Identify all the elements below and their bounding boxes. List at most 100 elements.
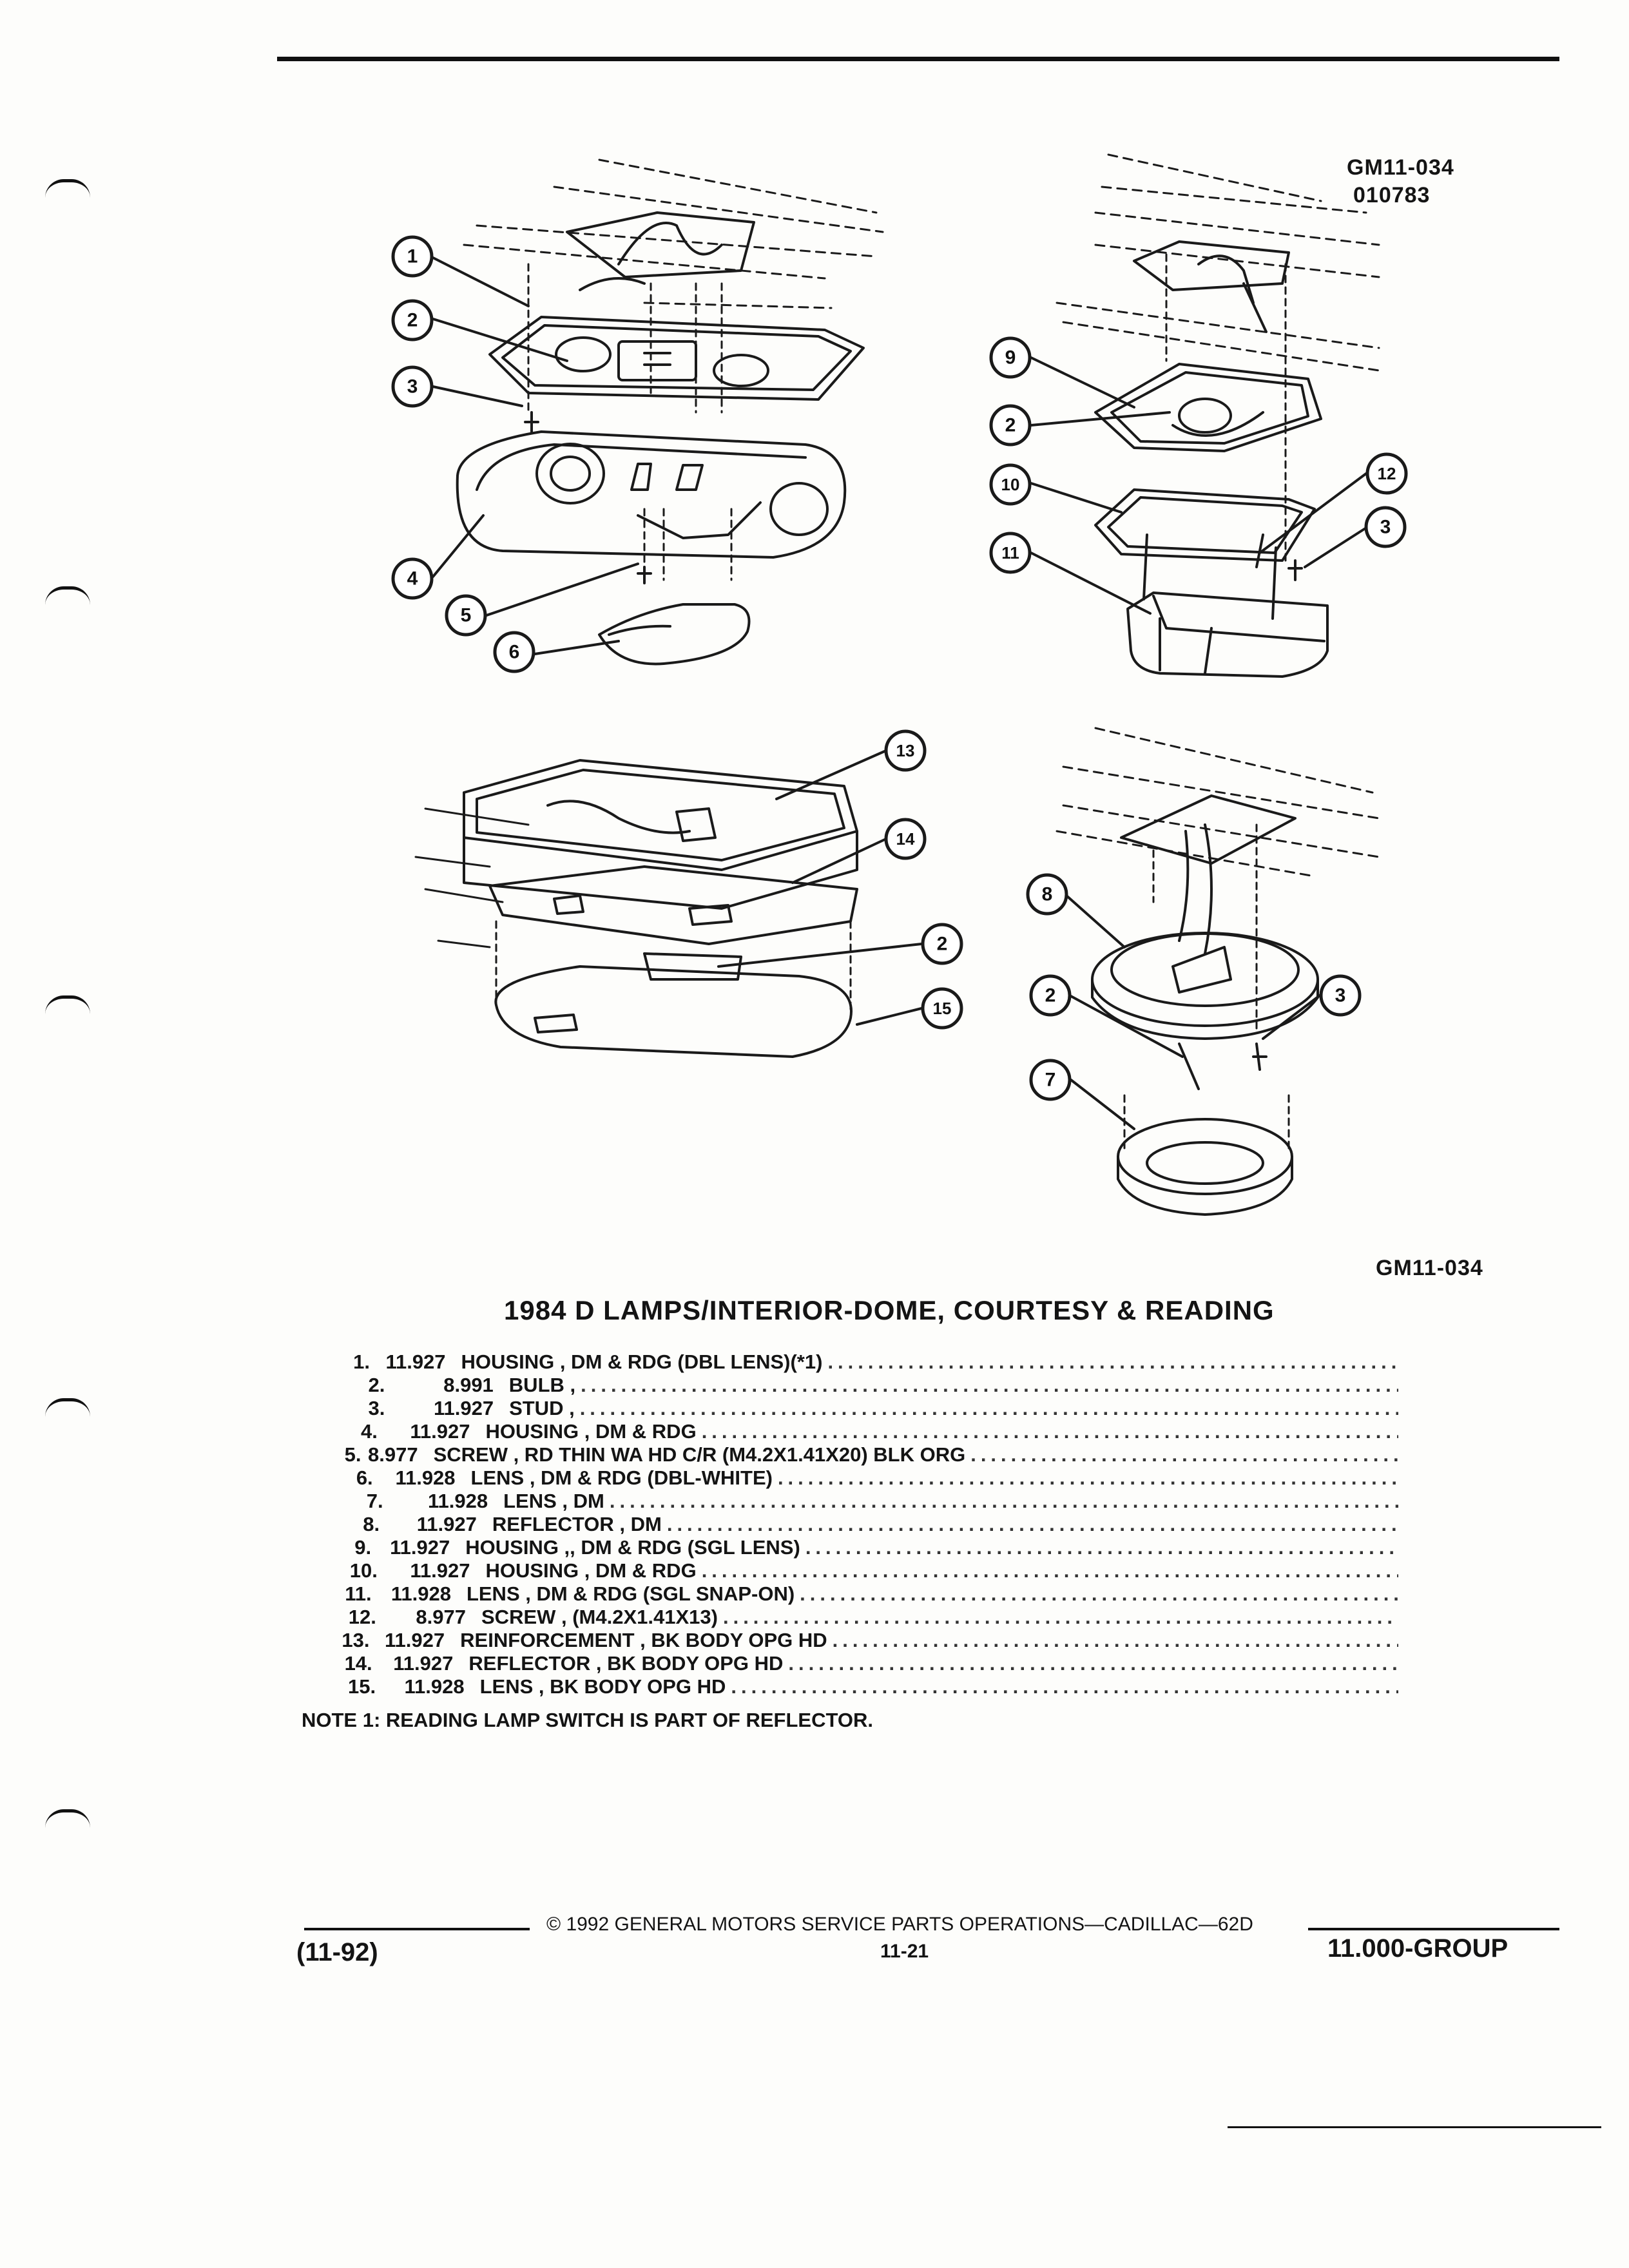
- callout-4: 4: [407, 568, 418, 590]
- group-number: 11.928: [395, 1466, 456, 1489]
- parts-row: 1. 11.927 HOUSING , DM & RDG (DBL LENS)(*1…: [335, 1350, 1398, 1374]
- part-description: HOUSING , DM & RDG: [485, 1559, 697, 1582]
- figure-ref-code: GM11-034: [1347, 155, 1454, 180]
- dot-leader: ........................................…: [832, 1629, 1398, 1651]
- bottom-rule: [1228, 2126, 1601, 2128]
- callout-2: 2: [1045, 985, 1056, 1006]
- dot-leader: ........................................…: [609, 1490, 1398, 1512]
- part-description: LENS , DM & RDG (SGL SNAP-ON): [466, 1582, 795, 1605]
- callout-8: 8: [1042, 884, 1053, 905]
- note-text: NOTE 1: READING LAMP SWITCH IS PART OF R…: [302, 1709, 873, 1731]
- callout-1: 1: [407, 246, 418, 267]
- part-number: 14.: [344, 1652, 372, 1675]
- callout-2: 2: [1005, 415, 1016, 436]
- dot-leader: ........................................…: [731, 1675, 1398, 1698]
- part-description: SCREW , RD THIN WA HD C/R (M4.2X1.41X20)…: [433, 1443, 966, 1466]
- revision-date: (11-92): [296, 1938, 378, 1966]
- part-description: REFLECTOR , DM: [492, 1513, 662, 1535]
- part-description: HOUSING ,, DM & RDG (SGL LENS): [465, 1536, 800, 1559]
- exploded-parts-diagram: 1 2 3 4 5 6 9 2 10 11 12 3 13 14 2 15 8 …: [391, 153, 1408, 1216]
- callout-2: 2: [937, 934, 948, 955]
- part-description: SCREW , (M4.2X1.41X13): [481, 1606, 718, 1628]
- footer-rule-left: [304, 1928, 530, 1930]
- callout-9: 9: [1005, 347, 1016, 369]
- part-number: 3.: [368, 1397, 385, 1419]
- dot-leader: ........................................…: [805, 1536, 1398, 1559]
- dot-leader: ........................................…: [788, 1652, 1398, 1675]
- group-number: 8.991: [443, 1374, 494, 1396]
- part-number: 13.: [342, 1629, 370, 1651]
- group-label: 11.000-GROUP: [1327, 1934, 1509, 1963]
- callout-5: 5: [461, 605, 472, 626]
- callout-6: 6: [509, 642, 520, 663]
- dot-leader: ........................................…: [666, 1513, 1398, 1535]
- parts-row: 2. 8.991 BULB ,...........................…: [335, 1374, 1398, 1397]
- part-number: 4.: [361, 1420, 378, 1443]
- callout-circles: [391, 235, 1408, 1101]
- group-number: 11.928: [428, 1490, 488, 1512]
- part-number: 2.: [368, 1374, 385, 1396]
- page-number: 11-21: [880, 1941, 929, 1962]
- parts-row: 4. 11.927 HOUSING , DM & RDG..............…: [335, 1420, 1398, 1443]
- parts-list: 1. 11.927 HOUSING , DM & RDG (DBL LENS)(*1…: [335, 1350, 1398, 1698]
- group-number: 8.977: [416, 1606, 466, 1628]
- group-number: 11.927: [433, 1397, 494, 1419]
- part-number: 10.: [349, 1559, 378, 1582]
- callout-15: 15: [933, 999, 952, 1018]
- part-number: 11.: [345, 1582, 372, 1605]
- part-description: REFLECTOR , BK BODY OPG HD: [468, 1652, 784, 1675]
- callout-ref-code: GM11-034: [1376, 1256, 1483, 1280]
- dot-leader: ........................................…: [777, 1466, 1398, 1489]
- part-description: STUD ,: [509, 1397, 575, 1419]
- group-number: 11.927: [390, 1536, 450, 1559]
- parts-row: 3. 11.927 STUD ,..........................…: [335, 1397, 1398, 1420]
- margin-mark: [45, 1398, 90, 1417]
- section-title: 1984 D LAMPS/INTERIOR-DOME, COURTESY & R…: [504, 1295, 1275, 1325]
- dot-leader: ........................................…: [701, 1559, 1398, 1582]
- margin-mark: [45, 995, 90, 1014]
- copyright-text: © 1992 GENERAL MOTORS SERVICE PARTS OPER…: [546, 1914, 1253, 1935]
- group-number: 11.927: [416, 1513, 477, 1535]
- part-description: BULB ,: [508, 1374, 576, 1396]
- part-description: HOUSING , DM & RDG (DBL LENS)(*1): [461, 1350, 823, 1373]
- dot-leader: ........................................…: [800, 1582, 1398, 1605]
- callout-numbers: 1 2 3 4 5 6 9 2 10 11 12 3 13 14 2 15 8 …: [407, 246, 1396, 1091]
- callout-10: 10: [1001, 475, 1020, 494]
- diagram-drawing: [414, 153, 1380, 1216]
- part-description: LENS , DM: [503, 1490, 604, 1512]
- margin-mark: [45, 1809, 90, 1828]
- footer-rule-right: [1308, 1928, 1559, 1930]
- callout-14: 14: [896, 829, 915, 849]
- part-number: 6.: [356, 1466, 373, 1489]
- dot-leader: ........................................…: [581, 1374, 1398, 1396]
- dot-leader: ........................................…: [579, 1397, 1398, 1419]
- callout-11: 11: [1001, 543, 1019, 562]
- callout-3: 3: [1380, 517, 1391, 538]
- part-description: REINFORCEMENT , BK BODY OPG HD: [460, 1629, 827, 1651]
- group-number: 11.927: [393, 1652, 454, 1675]
- callout-3: 3: [1335, 985, 1346, 1006]
- part-number: 9.: [354, 1536, 372, 1559]
- callout-leaders: [432, 256, 1369, 1130]
- group-number: 11.928: [390, 1582, 451, 1605]
- part-description: HOUSING , DM & RDG: [485, 1420, 697, 1443]
- part-number: 1.: [353, 1350, 370, 1373]
- callout-12: 12: [1378, 464, 1396, 483]
- group-number: 11.927: [410, 1420, 470, 1443]
- group-number: 11.927: [385, 1629, 445, 1651]
- callout-2: 2: [407, 310, 418, 331]
- dot-leader: ........................................…: [701, 1420, 1398, 1443]
- margin-mark: [45, 586, 90, 605]
- margin-mark: [45, 179, 90, 198]
- callout-13: 13: [896, 741, 915, 760]
- dot-leader: ........................................…: [827, 1350, 1398, 1373]
- group-number: 11.927: [385, 1350, 446, 1373]
- callout-7: 7: [1045, 1070, 1056, 1091]
